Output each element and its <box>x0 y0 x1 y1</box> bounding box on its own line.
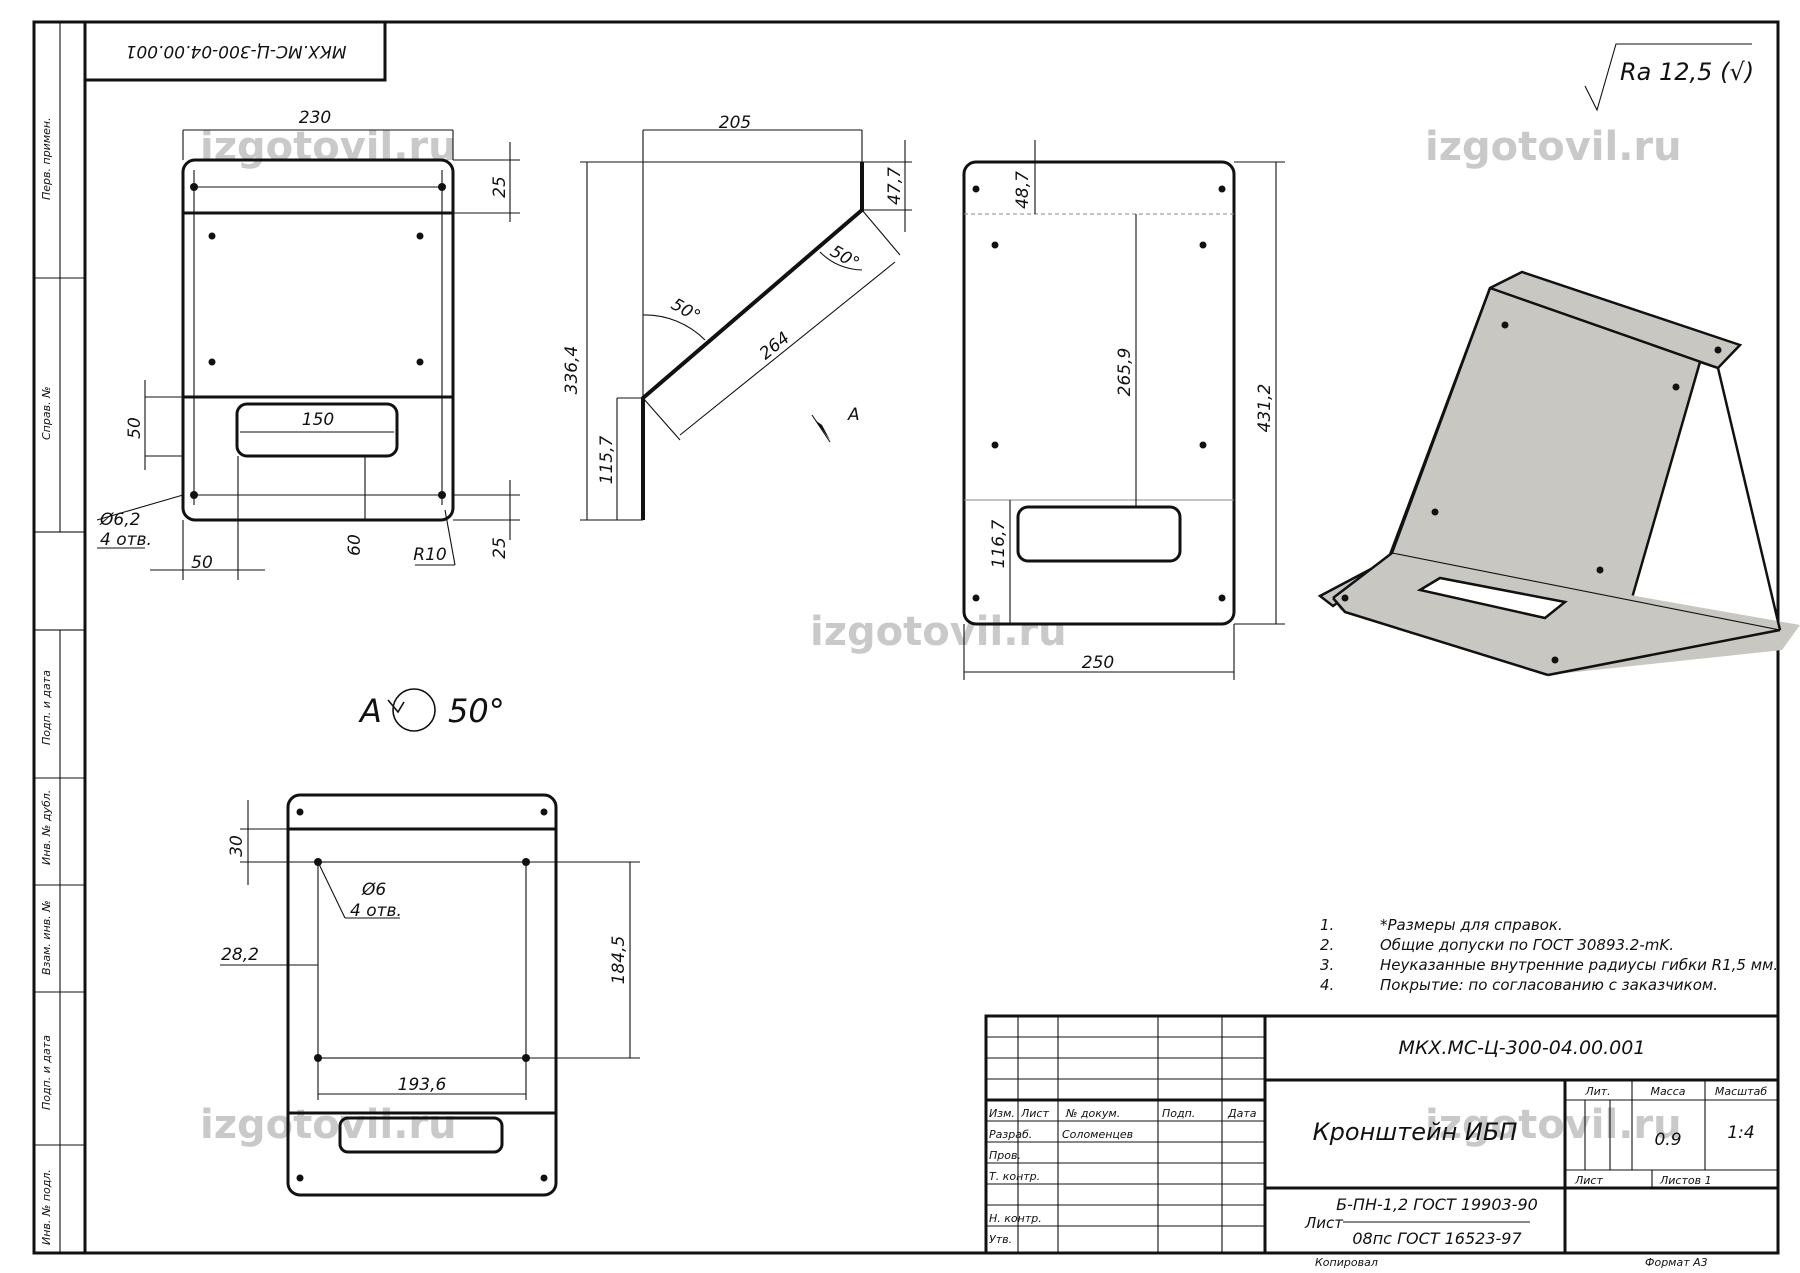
view-a-letter: A <box>358 692 382 730</box>
note-2-num: 2. <box>1320 936 1334 954</box>
v4-dim-193-6: 193,6 <box>398 1075 447 1095</box>
v4-dim-184-5: 184,5 <box>609 936 629 985</box>
notes: 1. *Размеры для справок. 2. Общие допуск… <box>1320 916 1778 994</box>
v1-dim-50-bottom: 50 <box>191 553 213 573</box>
isometric-view <box>1317 270 1800 677</box>
tb-col-list: Лист <box>1020 1107 1049 1120</box>
v3-dim-250: 250 <box>1082 653 1114 673</box>
side-label-sprav: Справ. № <box>40 386 53 440</box>
note-4-text: Покрытие: по согласованию с заказчиком. <box>1380 976 1718 994</box>
watermarks: izgotovil.ru izgotovil.ru izgotovil.ru i… <box>200 124 1682 1148</box>
v2-dim-336-4: 336,4 <box>562 346 582 395</box>
v3-dim-431-2: 431,2 <box>1255 384 1275 433</box>
tb-sheets: Листов 1 <box>1659 1174 1712 1187</box>
tb-massa-value: 0.9 <box>1654 1130 1681 1150</box>
v1-dim-60: 60 <box>345 534 365 556</box>
note-2-text: Общие допуски по ГОСТ 30893.2-mK. <box>1380 936 1674 954</box>
tb-material-bottom: 08пс ГОСТ 16523-97 <box>1352 1229 1522 1248</box>
note-4-num: 4. <box>1320 976 1334 994</box>
view-a-angle: 50° <box>448 692 505 730</box>
v2-dim-50deg-b: 50° <box>826 241 862 273</box>
kopiroval-label: Копировал <box>1315 1256 1378 1269</box>
view4-view-a: 30 Ø6 4 отв. 28,2 184,5 193,6 <box>220 793 640 1197</box>
view1-flat-pattern: 230 25 150 50 Ø6,2 4 отв. 50 60 R10 25 <box>96 108 520 580</box>
tb-material-prefix: Лист <box>1304 1214 1344 1232</box>
v1-dim-230: 230 <box>299 108 331 128</box>
v1-dim-hole: Ø6,2 <box>99 510 140 530</box>
rotated-code: МКХ.МС-Ц-300-04.00.001 <box>126 41 347 61</box>
v2-dim-264: 264 <box>756 328 794 364</box>
rotated-code-box <box>83 20 387 82</box>
side-label-vzam: Взам. инв. № <box>40 900 53 975</box>
tb-title: Кронштейн ИБП <box>1313 1118 1518 1146</box>
side-label-podp2: Подп. и дата <box>40 1035 53 1110</box>
tb-masshtab: Масштаб <box>1715 1085 1767 1098</box>
watermark-2: izgotovil.ru <box>1425 124 1682 170</box>
tb-row-prov: Пров. <box>989 1149 1021 1162</box>
v2-dim-205: 205 <box>719 113 751 133</box>
view3-back: 48,7 265,9 431,2 116,7 250 <box>962 140 1285 680</box>
watermark-4: izgotovil.ru <box>200 1102 457 1148</box>
v4-dim-30: 30 <box>227 835 247 857</box>
side-label-inv-dubl: Инв. № дубл. <box>40 790 53 865</box>
tb-row-utv: Утв. <box>989 1233 1012 1246</box>
v1-dim-r10: R10 <box>413 545 446 565</box>
note-3-text: Неуказанные внутренние радиусы гибки R1,… <box>1380 956 1778 974</box>
tb-row-razrab: Разраб. <box>989 1128 1032 1141</box>
v2-view-arrow-label: A <box>847 405 860 425</box>
view2-side-profile: 205 47,7 50° 50° 264 336,4 115,7 A <box>562 113 912 521</box>
roughness-text: Ra 12,5 (√) <box>1620 58 1754 86</box>
v1-dim-50-left: 50 <box>125 417 145 439</box>
format-label: Формат А3 <box>1645 1256 1708 1269</box>
tb-col-podp: Подп. <box>1162 1107 1195 1120</box>
side-strip: Перв. примен. Справ. № Подп. и дата Инв.… <box>33 21 86 1254</box>
side-label-inv-podl: Инв. № подл. <box>40 1169 53 1245</box>
v4-dim-hole: Ø6 <box>361 880 386 900</box>
v2-dim-50deg-a: 50° <box>667 294 703 326</box>
tb-col-izm: Изм. <box>989 1107 1015 1120</box>
tb-col-date: Дата <box>1227 1107 1257 1120</box>
v3-dim-48-7: 48,7 <box>1013 171 1033 209</box>
watermark-5: izgotovil.ru <box>1425 1102 1682 1148</box>
tb-razrab-name: Соломенцев <box>1062 1128 1133 1141</box>
note-1-num: 1. <box>1320 916 1334 934</box>
v1-dim-holes-count: 4 отв. <box>100 530 152 550</box>
watermark-1: izgotovil.ru <box>200 124 457 170</box>
v1-dim-25-top: 25 <box>490 176 510 198</box>
v3-dim-116-7: 116,7 <box>989 519 1009 568</box>
v4-dim-28-2: 28,2 <box>221 945 259 965</box>
tb-massa: Масса <box>1650 1085 1685 1098</box>
tb-sheet: Лист <box>1574 1174 1603 1187</box>
v4-dim-holes-count: 4 отв. <box>350 901 402 921</box>
roughness-symbol: Ra 12,5 (√) <box>1584 43 1754 112</box>
v1-dim-25-bottom: 25 <box>490 537 510 559</box>
watermark-3: izgotovil.ru <box>810 609 1067 655</box>
view-a-label: A 50° <box>358 688 505 732</box>
tb-lit: Лит. <box>1584 1085 1610 1098</box>
note-1-text: *Размеры для справок. <box>1380 916 1563 934</box>
tb-col-doc: № докум. <box>1065 1107 1120 1120</box>
v3-dim-265-9: 265,9 <box>1115 348 1135 397</box>
tb-material-top: Б-ПН-1,2 ГОСТ 19903-90 <box>1336 1195 1538 1214</box>
tb-scale-value: 1:4 <box>1727 1123 1754 1143</box>
v1-dim-150: 150 <box>302 410 334 430</box>
tb-row-tkontr: Т. контр. <box>989 1170 1040 1183</box>
title-block: МКХ.МС-Ц-300-04.00.001 Кронштейн ИБП Изм… <box>984 1014 1780 1255</box>
note-3-num: 3. <box>1320 956 1334 974</box>
side-label-podp1: Подп. и дата <box>40 670 53 745</box>
tb-row-nkontr: Н. контр. <box>989 1212 1042 1225</box>
v2-dim-115-7: 115,7 <box>597 435 617 484</box>
side-label-perv: Перв. примен. <box>40 117 53 200</box>
tb-code: МКХ.МС-Ц-300-04.00.001 <box>1399 1037 1646 1059</box>
v2-dim-47-7: 47,7 <box>885 167 905 205</box>
